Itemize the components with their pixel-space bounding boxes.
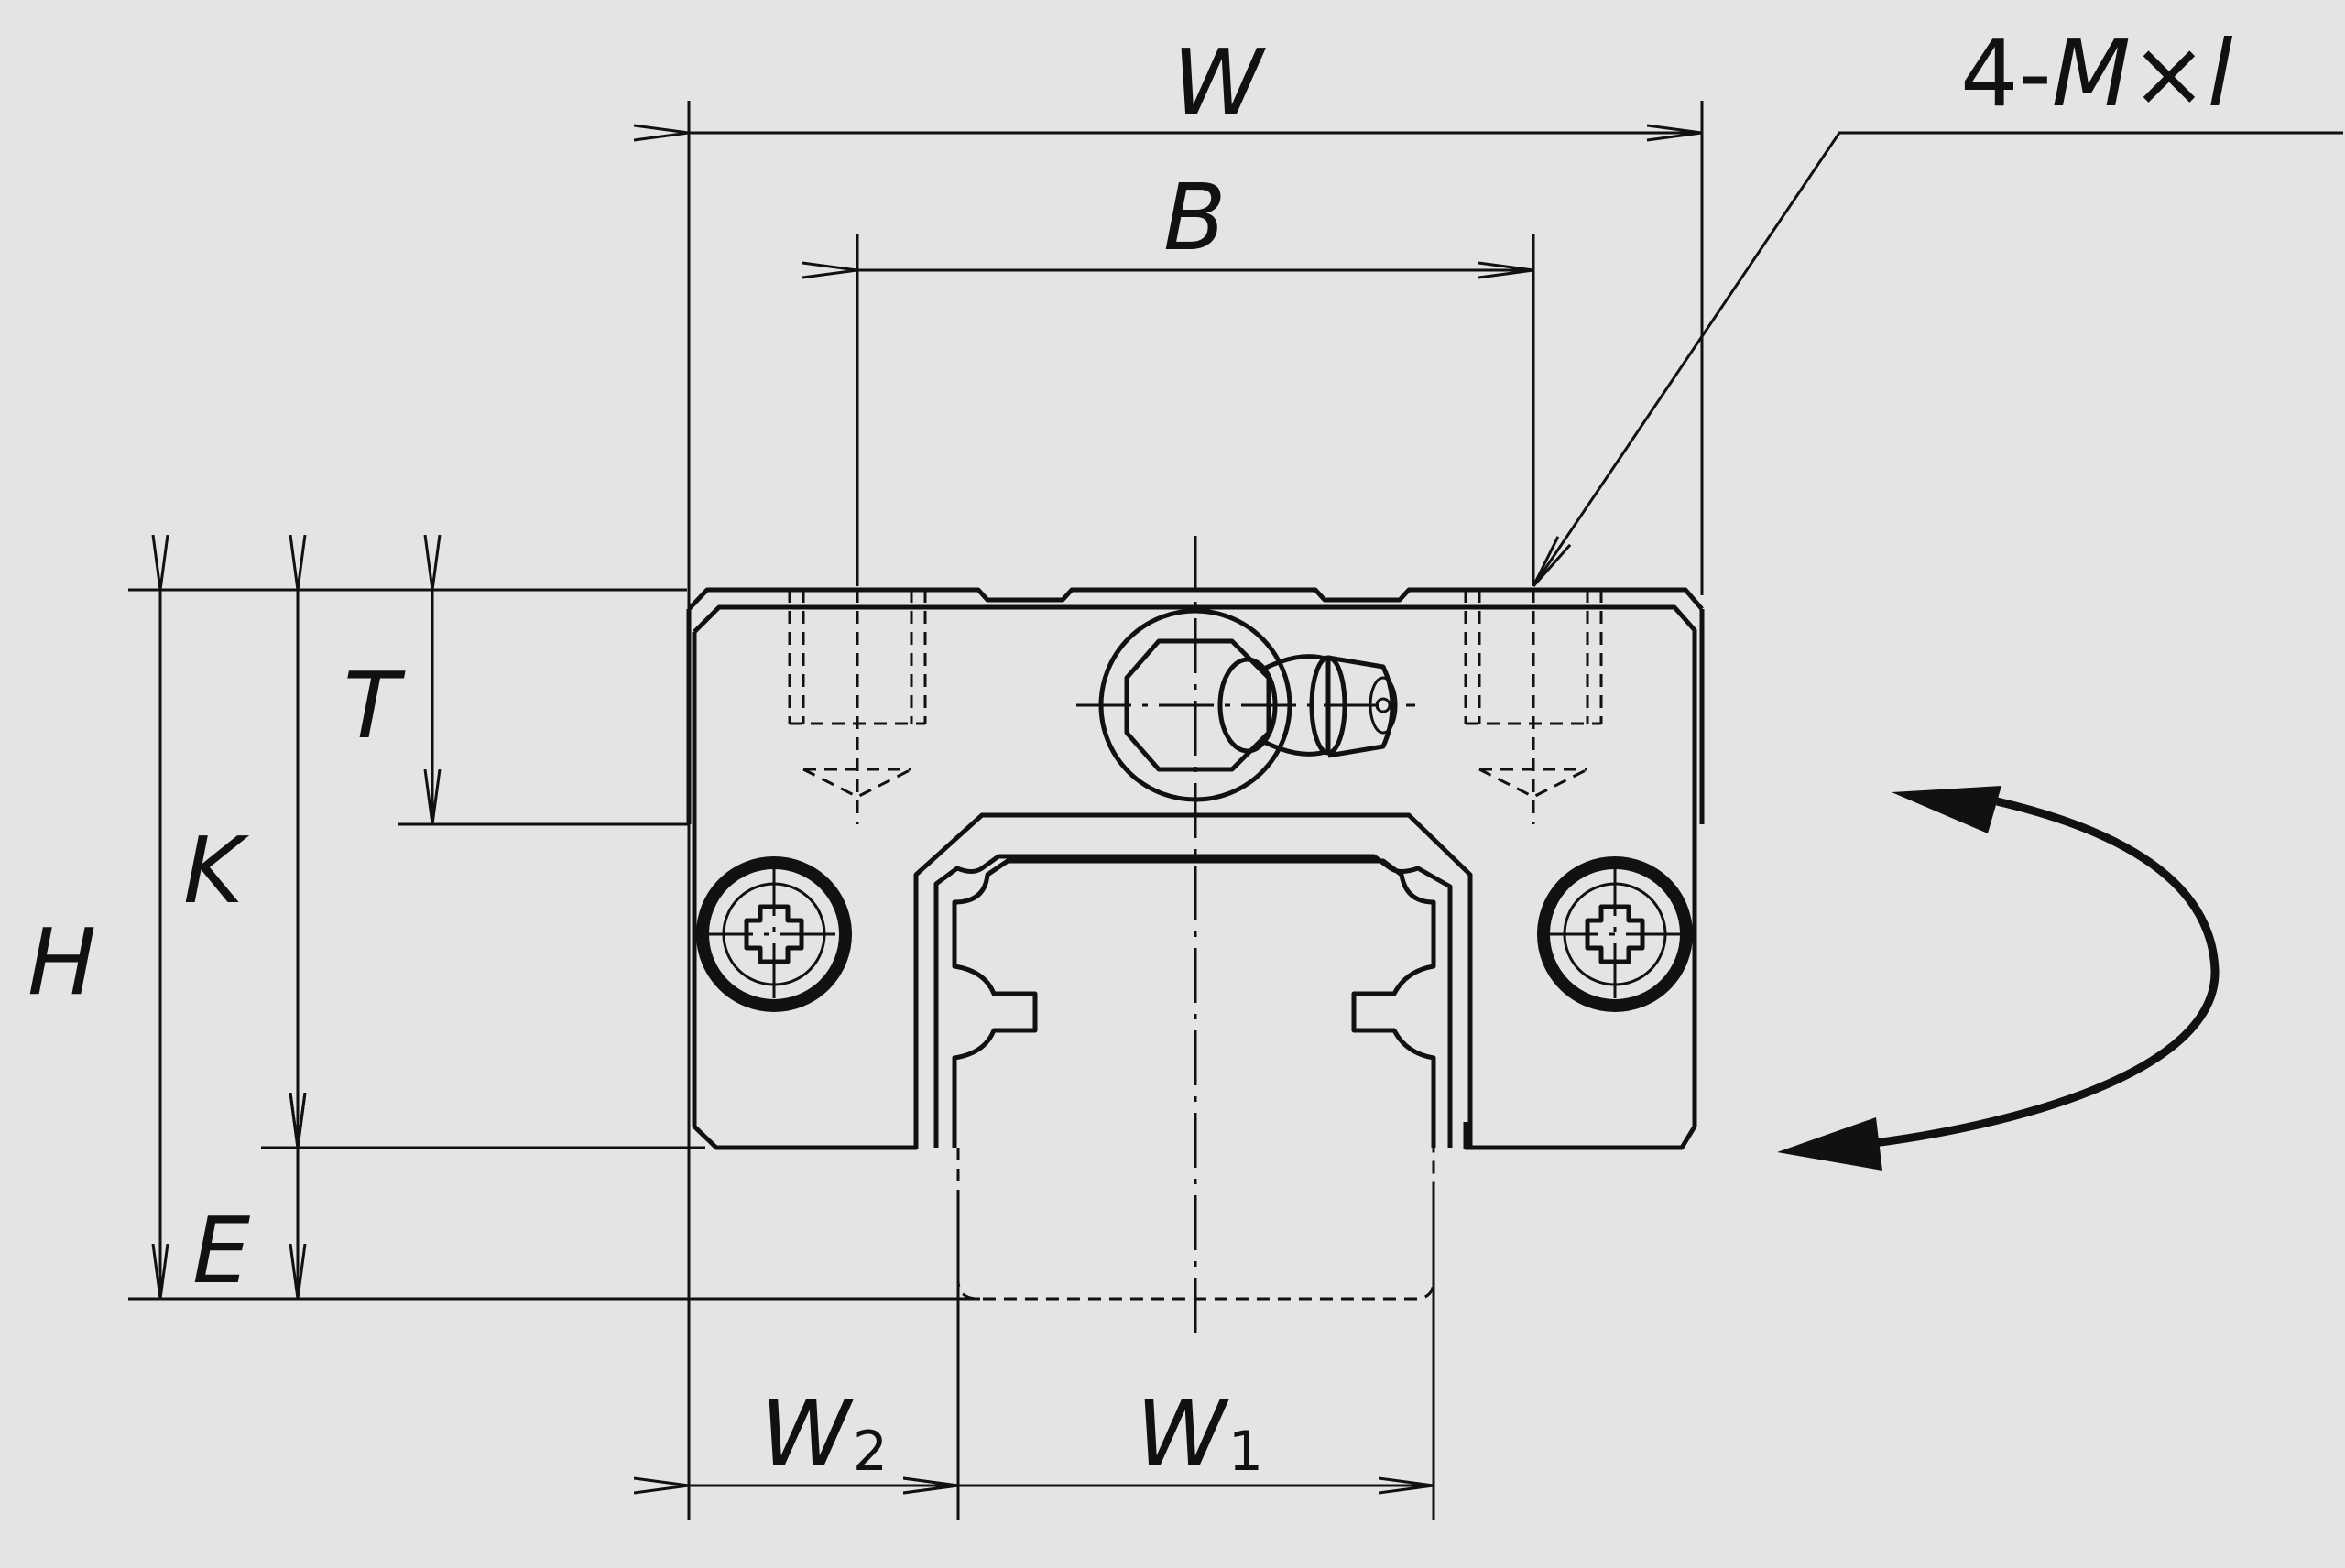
callout-leader — [1533, 131, 2343, 586]
screw-right — [1537, 856, 1693, 1012]
label-t: T — [344, 652, 406, 759]
rail-profile — [952, 858, 1436, 1301]
label-w2: W2 — [760, 1380, 888, 1487]
carriage-block — [686, 587, 1705, 1150]
label-w1: W1 — [1136, 1380, 1263, 1487]
label-h: H — [27, 909, 96, 1016]
label-b: B — [1163, 164, 1227, 271]
tapped-hole-right — [1464, 590, 1603, 824]
screw-left — [696, 856, 852, 1012]
labels: W B T K H E W2 W1 4-M×l — [27, 20, 2233, 1487]
label-e: E — [192, 1197, 250, 1304]
callout-label: 4-M×l — [1960, 20, 2233, 127]
label-w: W — [1172, 29, 1266, 136]
extension-lines — [128, 101, 1704, 1520]
tapped-hole-left — [788, 590, 927, 824]
label-k: K — [183, 817, 250, 924]
rotation-arrow — [1777, 786, 2220, 1171]
grease-nipple — [1098, 608, 1398, 802]
